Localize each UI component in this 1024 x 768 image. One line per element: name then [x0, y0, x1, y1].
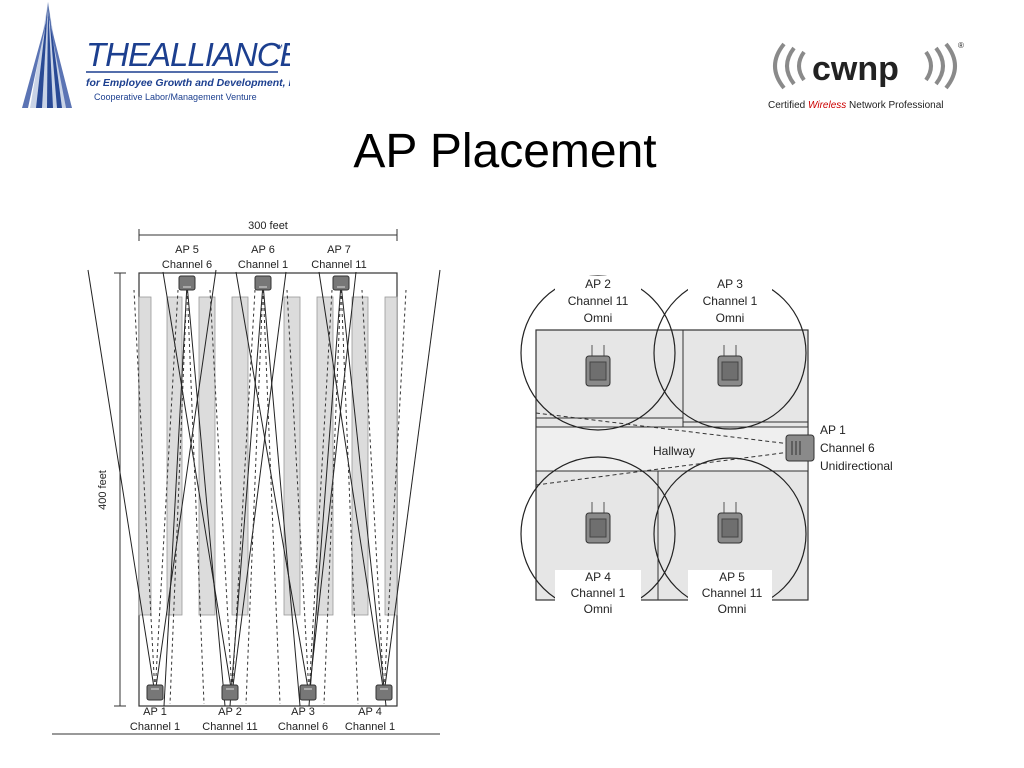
ap3-type: Omni	[716, 311, 745, 325]
alliance-logo: THEALLIANCE ™ for Employee Growth and De…	[20, 0, 307, 112]
ap-name: AP 3	[291, 706, 315, 718]
label-backgrounds	[555, 276, 914, 620]
rack	[384, 296, 398, 616]
ap-channel: Channel 6	[162, 259, 212, 271]
rack	[138, 296, 152, 616]
hallway-label: Hallway	[653, 444, 695, 458]
ap2-channel: Channel 11	[568, 294, 629, 308]
ap3-name: AP 3	[717, 277, 743, 291]
top-ap-6: AP 6 Channel 1	[238, 244, 288, 291]
ap-name: AP 2	[218, 706, 242, 718]
ap1-directional-device-icon	[785, 434, 815, 462]
ap-channel: Channel 11	[202, 721, 257, 733]
alliance-line2: Cooperative Labor/Management Venture	[94, 92, 257, 102]
ap5-device-icon	[717, 502, 743, 544]
ap-channel: Channel 11	[311, 259, 366, 271]
wave-left-icon	[773, 42, 806, 90]
rack	[316, 296, 334, 616]
ap2-name: AP 2	[585, 277, 611, 291]
cwnp-name: cwnp	[812, 50, 899, 88]
solid-beams	[87, 269, 441, 707]
bottom-ap-2: AP 2 Channel 11	[202, 684, 258, 733]
ap-channel: Channel 6	[278, 721, 328, 733]
ap-channel: Channel 1	[238, 259, 288, 271]
ap4-channel: Channel 1	[571, 586, 626, 600]
bottom-ap-3: AP 3 Channel 6	[278, 684, 328, 733]
directional-beam	[535, 412, 791, 486]
ap-channel: Channel 1	[345, 721, 395, 733]
ap2-device-icon	[585, 345, 611, 387]
ap5-name: AP 5	[719, 570, 745, 584]
bottom-ap-1: AP 1 Channel 1	[130, 684, 180, 733]
ap1-name: AP 1	[820, 423, 846, 437]
ap3-channel: Channel 1	[703, 294, 758, 308]
ap5-type: Omni	[718, 602, 747, 616]
ap1-channel: Channel 6	[820, 441, 875, 455]
cwnp-tagline: Certified Wireless Network Professional	[768, 100, 944, 111]
wave-right-icon	[924, 42, 957, 90]
ap4-name: AP 4	[585, 570, 611, 584]
rack	[198, 296, 216, 616]
cwnp-registered: ®	[958, 41, 964, 50]
top-ap-7: AP 7 Channel 11	[311, 244, 367, 291]
ap5-channel: Channel 11	[702, 586, 763, 600]
width-label: 300 feet	[248, 220, 288, 232]
ap-name: AP 1	[143, 706, 167, 718]
ap2-type: Omni	[584, 311, 613, 325]
shelving-racks	[138, 296, 398, 616]
alliance-tower-icon	[22, 2, 72, 108]
ap3-device-icon	[717, 345, 743, 387]
alliance-line1: for Employee Growth and Development, Inc…	[86, 77, 290, 89]
top-ap-5: AP 5 Channel 6	[162, 244, 212, 291]
cwnp-logo: cwnp ® Certified Wireless Network Profes…	[762, 36, 972, 114]
ap1-type: Unidirectional	[820, 459, 893, 473]
ap4-type: Omni	[584, 602, 613, 616]
slide-title: AP Placement	[353, 125, 657, 178]
alliance-name: THEALLIANCE	[86, 36, 290, 73]
bottom-ap-4: AP 4 Channel 1	[345, 684, 395, 733]
ap-name: AP 4	[358, 706, 382, 718]
height-label: 400 feet	[97, 470, 109, 510]
dashed-beams	[133, 283, 407, 705]
rack	[351, 296, 369, 616]
ap-channel: Channel 1	[130, 721, 180, 733]
ap4-device-icon	[585, 502, 611, 544]
ap-name: AP 7	[327, 244, 351, 256]
ap-name: AP 5	[175, 244, 199, 256]
alliance-tm: ™	[275, 43, 283, 52]
ap-name: AP 6	[251, 244, 275, 256]
